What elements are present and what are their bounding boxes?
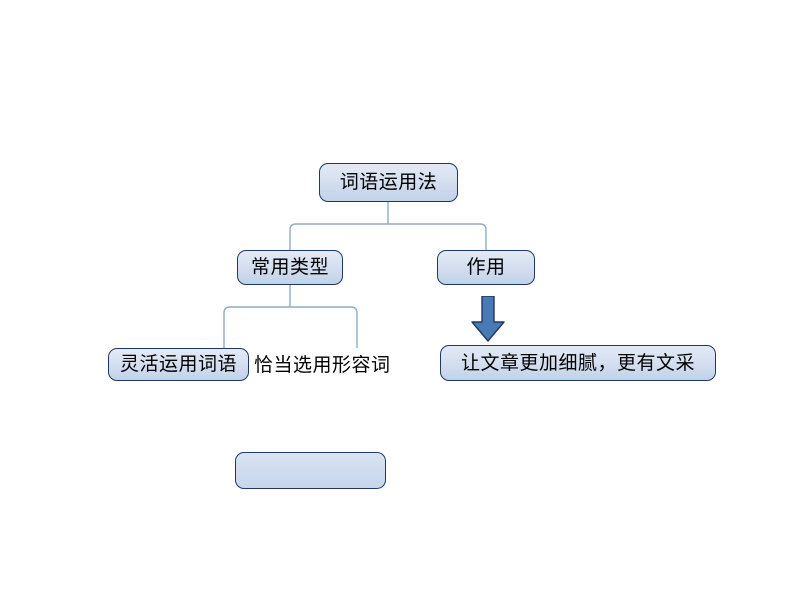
node-root[interactable]: 词语运用法 xyxy=(319,163,458,202)
node-function-label: 作用 xyxy=(466,257,506,278)
node-types[interactable]: 常用类型 xyxy=(237,250,343,285)
node-flexible-words[interactable]: 灵活运用词语 xyxy=(108,348,249,381)
connector-types-to-level3 xyxy=(223,306,358,348)
node-function[interactable]: 作用 xyxy=(437,250,535,285)
node-result-label: 让文章更加细腻，更有文采 xyxy=(460,352,695,374)
node-empty-placeholder[interactable] xyxy=(235,452,386,489)
node-result[interactable]: 让文章更加细腻，更有文采 xyxy=(440,345,716,381)
down-arrow-icon xyxy=(470,295,506,342)
node-root-label: 词语运用法 xyxy=(339,172,438,193)
faint-artifact-mark: . xyxy=(68,27,72,39)
node-flexible-words-label: 灵活运用词语 xyxy=(119,354,237,375)
connector-root-to-level2 xyxy=(289,223,487,250)
node-types-label: 常用类型 xyxy=(250,257,329,278)
node-proper-adjectives-label: 恰当选用形容词 xyxy=(254,355,391,376)
